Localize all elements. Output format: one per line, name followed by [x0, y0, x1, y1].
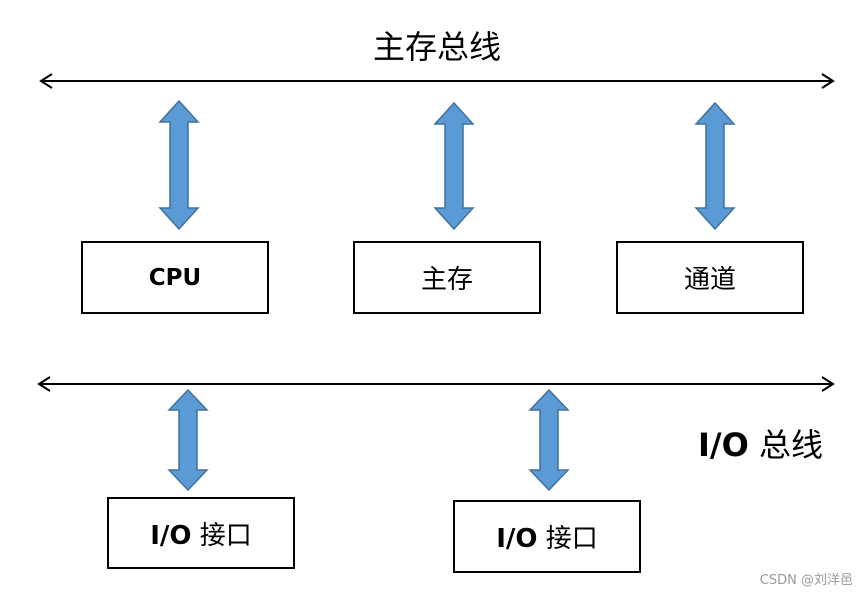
io-interface-2-box: I/O 接口: [453, 500, 641, 573]
memory-bus-arrow: [433, 101, 475, 231]
io-bus-title-prefix: I/O: [698, 426, 749, 464]
cpu-label: CPU: [148, 264, 202, 291]
cpu-bus-arrow: [158, 99, 200, 231]
cpu-box: CPU: [81, 241, 269, 314]
io-interface-2-label: I/O 接口: [496, 518, 598, 555]
memory-label: 主存: [420, 265, 473, 295]
main-bus-title-text: 主存总线: [373, 28, 502, 66]
io-interface-1-label: I/O 接口: [150, 515, 252, 552]
io-interface-1-prefix: I/O: [150, 520, 192, 551]
io-bus-line: [37, 376, 835, 392]
io-bus-title: I/O 总线: [698, 420, 823, 466]
watermark: CSDN @刘洋邑: [759, 573, 853, 588]
io-interface-2-suffix: 接口: [545, 524, 598, 554]
io-interface-2-prefix: I/O: [496, 524, 538, 554]
channel-label: 通道: [683, 265, 736, 295]
io-interface-1-box: I/O 接口: [107, 497, 295, 569]
io-interface-2-bus-arrow: [528, 388, 570, 492]
main-bus-title: 主存总线: [373, 22, 501, 68]
io-bus-title-suffix: 总线: [758, 426, 823, 464]
channel-box: 通道: [616, 241, 804, 314]
main-bus-line: [39, 73, 835, 89]
io-interface-1-bus-arrow: [167, 388, 209, 492]
io-interface-1-suffix: 接口: [199, 520, 252, 551]
memory-box: 主存: [353, 241, 541, 314]
channel-bus-arrow: [694, 101, 736, 231]
